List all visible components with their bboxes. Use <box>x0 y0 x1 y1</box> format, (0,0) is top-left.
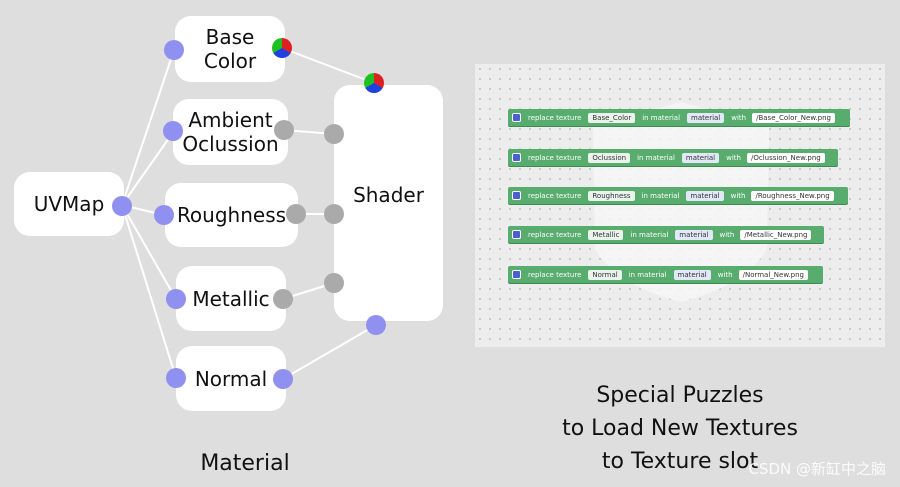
shader-node[interactable]: Shader <box>334 85 443 321</box>
shader-roughness-input-socket[interactable] <box>324 204 344 224</box>
normal-output-socket[interactable] <box>273 369 293 389</box>
shader-occlusion-input-socket[interactable] <box>324 124 344 144</box>
block-gear-icon[interactable] <box>512 153 521 162</box>
ambient-occlusion-output-socket[interactable] <box>274 120 294 140</box>
replace-texture-block[interactable]: replace texture Roughness in material mater… <box>508 187 848 204</box>
block-in-text: in material <box>642 113 681 122</box>
base-color-label: Base Color <box>203 25 257 73</box>
block-prefix-text: replace texture <box>528 230 582 239</box>
base-color-output-socket[interactable] <box>272 38 292 58</box>
ambient-occlusion-label: Ambient Oclussion <box>182 108 279 156</box>
file-path-field[interactable]: /Normal_New.png <box>738 269 808 280</box>
metallic-output-socket[interactable] <box>273 289 293 309</box>
block-prefix-text: replace texture <box>528 113 582 122</box>
block-gear-icon[interactable] <box>512 191 521 200</box>
file-path-field[interactable]: /Roughness_New.png <box>751 190 834 201</box>
roughness-output-socket[interactable] <box>286 204 306 224</box>
block-prefix-text: replace texture <box>528 270 582 279</box>
shader-color-input-socket[interactable] <box>364 73 384 93</box>
material-dropdown[interactable]: material <box>675 229 713 240</box>
replace-texture-block[interactable]: replace texture Oclussion in material mater… <box>508 149 838 166</box>
roughness-label: Roughness <box>176 203 287 227</box>
block-gear-icon[interactable] <box>512 230 521 239</box>
block-prefix-text: replace texture <box>528 153 582 162</box>
uvmap-node[interactable]: UVMap <box>14 172 124 236</box>
material-dropdown[interactable]: material <box>686 190 724 201</box>
shield-watermark-icon <box>593 102 769 302</box>
texture-dropdown[interactable]: Metallic <box>588 229 624 240</box>
texture-dropdown[interactable]: Normal <box>588 269 622 280</box>
texture-dropdown[interactable]: Roughness <box>588 190 635 201</box>
ambient-occlusion-node[interactable]: Ambient Oclussion <box>173 99 288 165</box>
file-path-field[interactable]: /Oclussion_New.png <box>746 152 825 163</box>
block-in-text: in material <box>637 153 675 162</box>
uvmap-label: UVMap <box>33 192 105 216</box>
file-path-field[interactable]: /Base_Color_New.png <box>752 112 835 123</box>
replace-texture-block[interactable]: replace texture Normal in material material… <box>508 266 823 283</box>
normal-input-socket[interactable] <box>166 368 186 388</box>
material-dropdown[interactable]: material <box>681 152 720 163</box>
puzzles-caption: Special Puzzles to Load New Textures to … <box>562 383 798 474</box>
normal-label: Normal <box>194 366 268 391</box>
texture-dropdown[interactable]: Base_Color <box>588 112 636 123</box>
block-in-text: in material <box>630 230 669 239</box>
material-caption: Material <box>200 451 290 476</box>
uvmap-output-socket[interactable] <box>112 196 132 216</box>
block-prefix-text: replace texture <box>528 191 582 200</box>
block-gear-icon[interactable] <box>512 113 521 122</box>
base-color-input-socket[interactable] <box>164 40 184 60</box>
block-in-text: in material <box>628 270 667 279</box>
block-gear-icon[interactable] <box>512 270 521 279</box>
metallic-node[interactable]: Metallic <box>176 266 286 331</box>
ambient-occlusion-input-socket[interactable] <box>163 121 183 141</box>
replace-texture-block[interactable]: replace texture Base_Color in material mate… <box>508 109 850 126</box>
normal-node[interactable]: Normal <box>176 346 286 411</box>
roughness-input-socket[interactable] <box>154 205 174 225</box>
roughness-node[interactable]: Roughness <box>165 183 298 247</box>
shader-normal-input-socket[interactable] <box>366 315 386 335</box>
material-dropdown[interactable]: material <box>673 269 711 280</box>
metallic-label: Metallic <box>192 286 270 311</box>
metallic-input-socket[interactable] <box>166 289 186 309</box>
replace-texture-block[interactable]: replace texture Metallic in material materi… <box>508 226 824 243</box>
texture-dropdown[interactable]: Oclussion <box>588 152 631 163</box>
watermark: CSDN @新缸中之脑 <box>748 460 886 478</box>
block-with-text: with <box>726 153 741 162</box>
block-with-text: with <box>731 113 747 122</box>
base-color-node[interactable]: Base Color <box>175 16 285 82</box>
block-with-text: with <box>730 191 746 200</box>
shader-metallic-input-socket[interactable] <box>324 273 344 293</box>
file-path-field[interactable]: /Metallic_New.png <box>740 229 812 240</box>
block-with-text: with <box>717 270 733 279</box>
block-with-text: with <box>719 230 735 239</box>
block-in-text: in material <box>641 191 680 200</box>
shader-label: Shader <box>353 183 424 207</box>
material-dropdown[interactable]: material <box>687 112 725 123</box>
